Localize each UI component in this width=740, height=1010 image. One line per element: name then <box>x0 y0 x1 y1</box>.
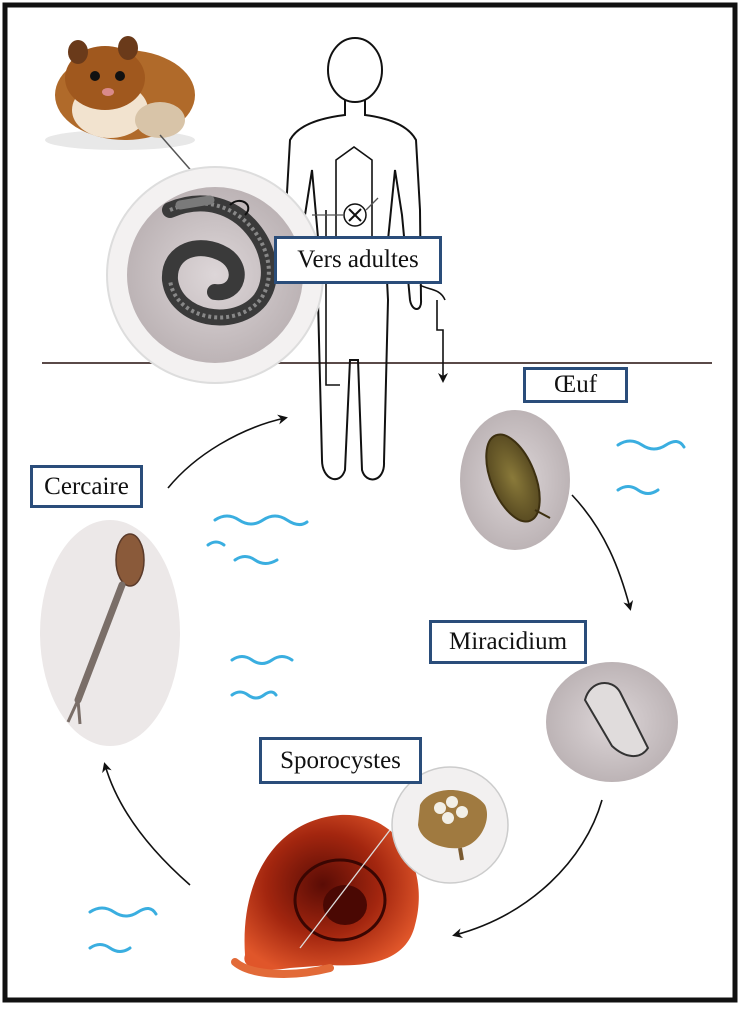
cycle-arrow-icon <box>572 495 630 608</box>
egg-image <box>460 410 570 550</box>
miracidium-image <box>546 662 678 782</box>
sporocyst-image <box>392 767 508 883</box>
label-sporocysts: Sporocystes <box>259 737 422 784</box>
label-miracidium: Miracidium <box>429 620 587 664</box>
cercaria-image <box>40 520 180 746</box>
snail-image <box>235 815 419 974</box>
cycle-arrow-icon <box>168 418 285 488</box>
label-cercaria: Cercaire <box>30 465 143 508</box>
label-adult-worms: Vers adultes <box>274 236 442 284</box>
infection-site-marker <box>312 198 378 226</box>
hamster-image <box>45 36 195 150</box>
label-egg: Œuf <box>523 367 628 403</box>
excretion-arrow <box>437 300 443 380</box>
hand-outline <box>420 285 445 300</box>
cycle-arrow-icon <box>105 765 190 885</box>
